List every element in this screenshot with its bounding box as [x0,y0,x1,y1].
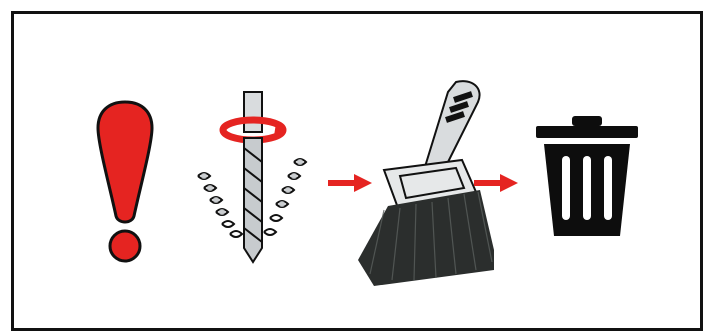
diagram-frame [11,11,703,331]
exclamation-icon [90,98,160,268]
trash-bin-icon [532,114,642,238]
drill-bit-icon [190,90,320,270]
arrow-right-icon [472,172,520,194]
